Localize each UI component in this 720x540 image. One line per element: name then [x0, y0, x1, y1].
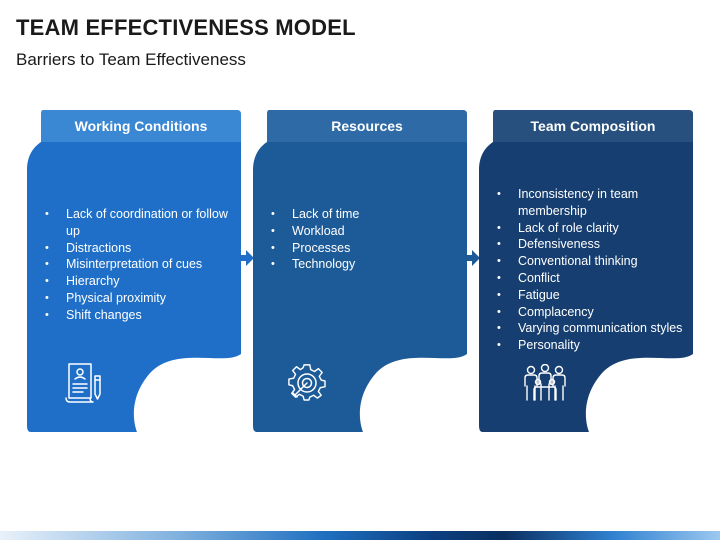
list-item: Conflict — [497, 270, 693, 287]
footer-gradient-bar — [0, 531, 720, 540]
card-title: Team Composition — [530, 118, 656, 134]
card-list: Inconsistency in team membership Lack of… — [497, 186, 693, 354]
list-item: Lack of time — [271, 206, 467, 223]
list-item: Defensiveness — [497, 236, 693, 253]
card-team-composition: Team Composition Inconsistency in team m… — [479, 110, 693, 432]
card-working-conditions: Working Conditions Lack of coordination … — [27, 110, 241, 432]
card-list: Lack of time Workload Processes Technolo… — [271, 206, 467, 273]
list-item: Workload — [271, 223, 467, 240]
list-item: Complacency — [497, 304, 693, 321]
list-item: Varying communication styles — [497, 320, 693, 337]
list-item: Shift changes — [45, 307, 241, 324]
card-list: Lack of coordination or follow up Distra… — [45, 206, 241, 324]
list-item: Inconsistency in team membership — [497, 186, 693, 220]
list-item: Personality — [497, 337, 693, 354]
list-item: Technology — [271, 256, 467, 273]
card-title: Resources — [331, 118, 403, 134]
gear-target-icon — [288, 364, 326, 401]
card-title: Working Conditions — [74, 118, 208, 134]
list-item: Distractions — [45, 240, 241, 257]
page-title: TEAM EFFECTIVENESS MODEL — [16, 15, 356, 40]
arrow-right-icon — [466, 250, 480, 266]
list-item: Misinterpretation of cues — [45, 256, 241, 273]
list-item: Fatigue — [497, 287, 693, 304]
list-item: Conventional thinking — [497, 253, 693, 270]
list-item: Hierarchy — [45, 273, 241, 290]
list-item: Processes — [271, 240, 467, 257]
team-people-icon — [524, 364, 566, 401]
list-item: Lack of role clarity — [497, 220, 693, 237]
list-item: Lack of coordination or follow up — [45, 206, 241, 240]
list-item: Physical proximity — [45, 290, 241, 307]
arrow-right-icon — [240, 250, 254, 266]
card-resources: Resources Lack of time Workload Processe… — [253, 110, 467, 432]
document-certificate-icon — [65, 363, 101, 403]
page-subtitle: Barriers to Team Effectiveness — [16, 50, 246, 69]
